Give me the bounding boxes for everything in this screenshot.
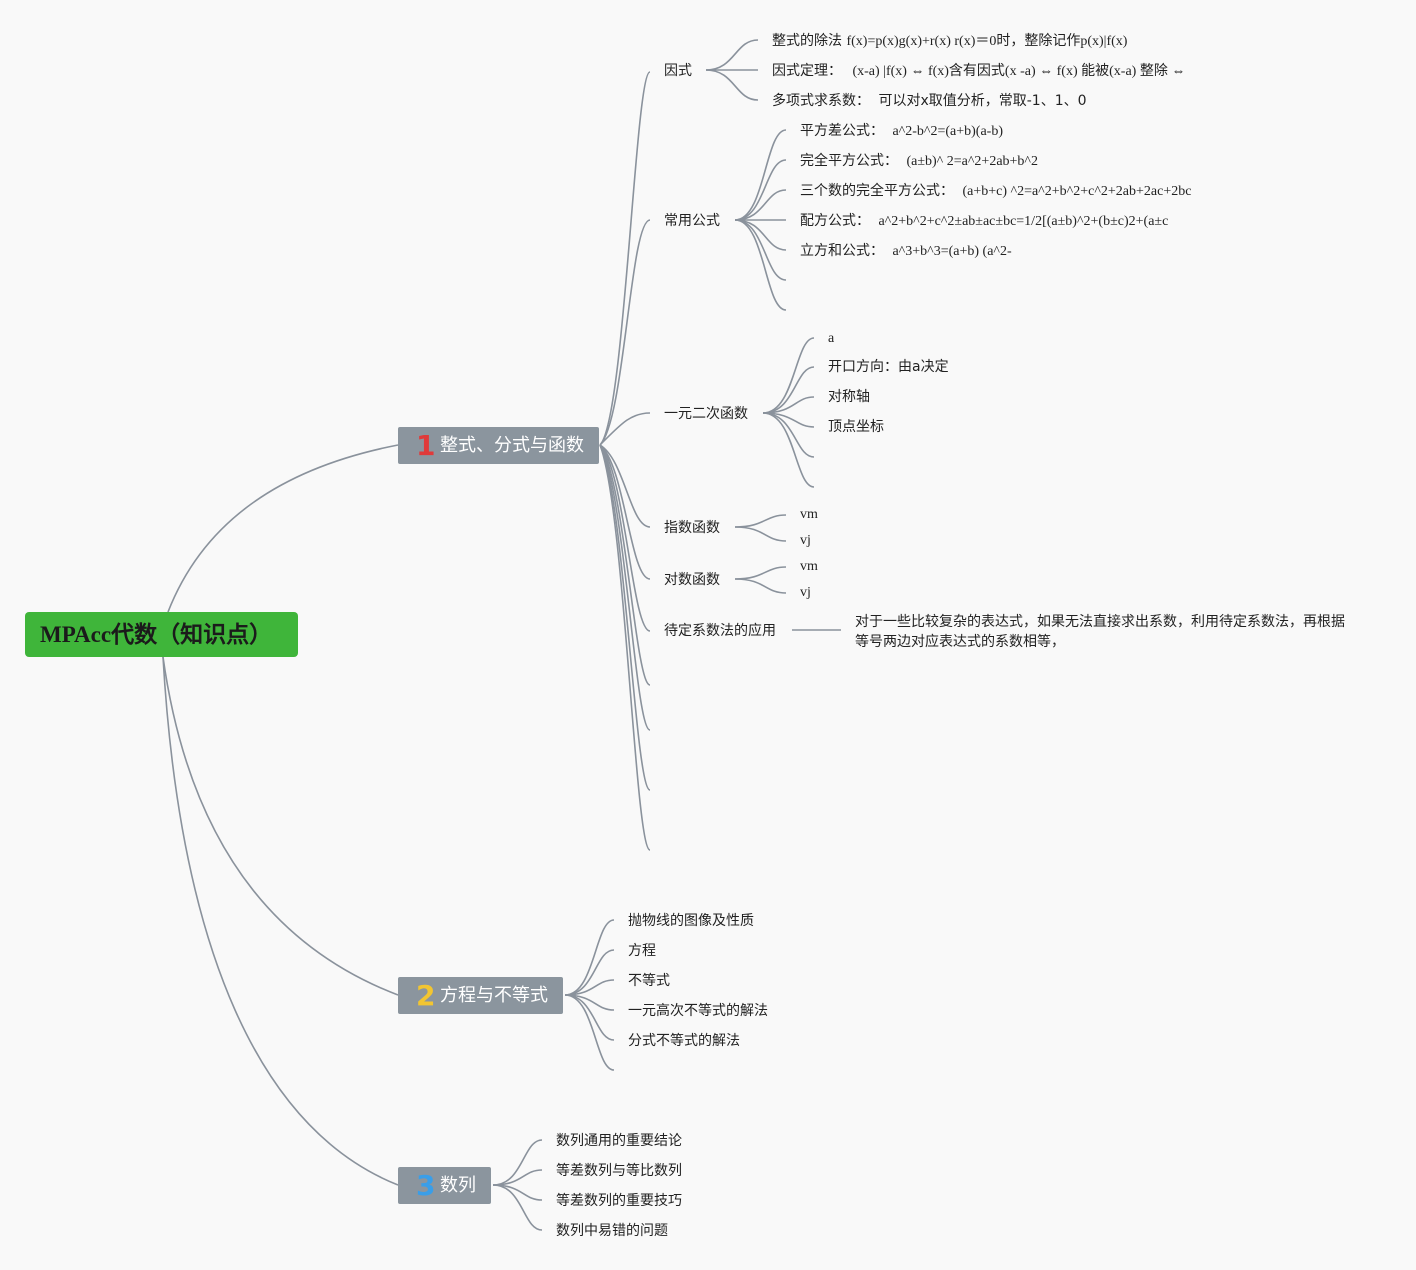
leaf-perfect-square[interactable]: 完全平方公式： (a±b)^ 2=a^2+2ab+b^2	[800, 152, 1038, 171]
link-root-b2	[162, 656, 399, 996]
leaf-sum-of-cubes[interactable]: 立方和公式： a^3+b^3=(a+b) (a^2-	[800, 242, 1012, 261]
leaf-label: 整式的除法	[772, 33, 842, 49]
leaf-three-term-square[interactable]: 三个数的完全平方公式： (a+b+c) ^2=a^2+b^2+c^2+2ab+2…	[800, 182, 1191, 201]
main-topic-2[interactable]: 2 方程与不等式	[398, 977, 563, 1014]
leaf-fractional-inequality[interactable]: 分式不等式的解法	[628, 1033, 740, 1049]
leaf-label: 完全平方公式：	[800, 153, 898, 169]
leaf-polynomial-division[interactable]: 整式的除法 f(x)=p(x)g(x)+r(x) r(x)＝0时，整除记作p(x…	[772, 32, 1127, 51]
leaf-vertex[interactable]: 顶点坐标	[828, 419, 884, 435]
branch-number-1: 1	[416, 429, 436, 462]
leaf-label: 多项式求系数：	[772, 93, 870, 109]
branch-number-2: 2	[416, 979, 436, 1012]
leaf-equation[interactable]: 方程	[628, 943, 656, 959]
subtopic-quadratic-function[interactable]: 一元二次函数	[664, 406, 748, 422]
leaf-formula: a^2-b^2=(a+b)(a-b)	[892, 124, 1003, 139]
link-root-b1	[167, 444, 399, 613]
leaf-formula: (x-a) |f(x) ⇔ f(x)含有因式(x -a) ⇔ f(x) 能被(x…	[852, 64, 1186, 79]
leaf-sequence-pitfalls[interactable]: 数列中易错的问题	[556, 1223, 668, 1239]
leaf-formula: (a+b+c) ^2=a^2+b^2+c^2+2ab+2ac+2bc	[962, 184, 1192, 199]
leaf-arith-geo-sequences[interactable]: 等差数列与等比数列	[556, 1163, 682, 1179]
main-topic-3-label: 数列	[440, 1175, 476, 1196]
leaf-parabola[interactable]: 抛物线的图像及性质	[628, 913, 754, 929]
leaf-inequality[interactable]: 不等式	[628, 973, 670, 989]
leaf-label: 因式定理：	[772, 63, 842, 79]
leaf-arith-sequence-tips[interactable]: 等差数列的重要技巧	[556, 1193, 682, 1209]
main-topic-2-label: 方程与不等式	[440, 985, 548, 1006]
leaf-formula: f(x)=p(x)g(x)+r(x) r(x)＝0时，整除记作p(x)|f(x)	[846, 34, 1128, 49]
leaf-label: 三个数的完全平方公式：	[800, 183, 954, 199]
leaf-formula: 可以对x取值分析，常取-1、1、0	[878, 93, 1087, 109]
leaf-log-vm[interactable]: vm	[800, 559, 818, 574]
leaf-sequence-conclusions[interactable]: 数列通用的重要结论	[556, 1133, 682, 1149]
leaf-exp-vm[interactable]: vm	[800, 507, 818, 522]
leaf-exp-vj[interactable]: vj	[800, 533, 811, 548]
subtopic-yinshi[interactable]: 因式	[664, 63, 692, 79]
subtopic-log-function[interactable]: 对数函数	[664, 572, 720, 588]
leaf-factor-theorem[interactable]: 因式定理： (x-a) |f(x) ⇔ f(x)含有因式(x -a) ⇔ f(x…	[772, 62, 1185, 81]
leaf-opening-direction[interactable]: 开口方向：由a决定	[828, 359, 949, 375]
leaf-label: 立方和公式：	[800, 243, 884, 259]
main-topic-1[interactable]: 1 整式、分式与函数	[398, 427, 599, 464]
leaf-difference-of-squares[interactable]: 平方差公式： a^2-b^2=(a+b)(a-b)	[800, 122, 1003, 141]
subtopic-exponential-function[interactable]: 指数函数	[664, 520, 720, 536]
leaf-coefficient-finding[interactable]: 多项式求系数： 可以对x取值分析，常取-1、1、0	[772, 92, 1087, 110]
subtopic-undetermined-coefficients[interactable]: 待定系数法的应用	[664, 623, 776, 639]
leaf-log-vj[interactable]: vj	[800, 585, 811, 600]
leaf-formula: a^3+b^3=(a+b) (a^2-	[892, 244, 1012, 259]
leaf-formula: (a±b)^ 2=a^2+2ab+b^2	[906, 154, 1038, 169]
root-title: MPAcc代数（知识点）	[40, 622, 273, 647]
leaf-label: 平方差公式：	[800, 123, 884, 139]
branch-number-3: 3	[416, 1169, 436, 1202]
subtopic-changyong-gongshi[interactable]: 常用公式	[664, 213, 720, 229]
leaf-formula: a^2+b^2+c^2±ab±ac±bc=1/2[(a±b)^2+(b±c)2+…	[878, 214, 1169, 229]
leaf-symmetry-axis[interactable]: 对称轴	[828, 389, 870, 405]
leaf-undetermined-coefficients-note[interactable]: 对于一些比较复杂的表达式，如果无法直接求出系数，利用待定系数法，再根据等号两边对…	[855, 614, 1345, 650]
main-topic-3[interactable]: 3 数列	[398, 1167, 491, 1204]
link-root-b3	[162, 656, 399, 1186]
root-topic[interactable]: MPAcc代数（知识点）	[25, 612, 298, 657]
leaf-higher-degree-inequality[interactable]: 一元高次不等式的解法	[628, 1003, 768, 1019]
leaf-a[interactable]: a	[828, 331, 835, 346]
leaf-completing-square[interactable]: 配方公式： a^2+b^2+c^2±ab±ac±bc=1/2[(a±b)^2+(…	[800, 212, 1168, 231]
leaf-label: 配方公式：	[800, 213, 870, 229]
main-topic-1-label: 整式、分式与函数	[440, 435, 584, 456]
